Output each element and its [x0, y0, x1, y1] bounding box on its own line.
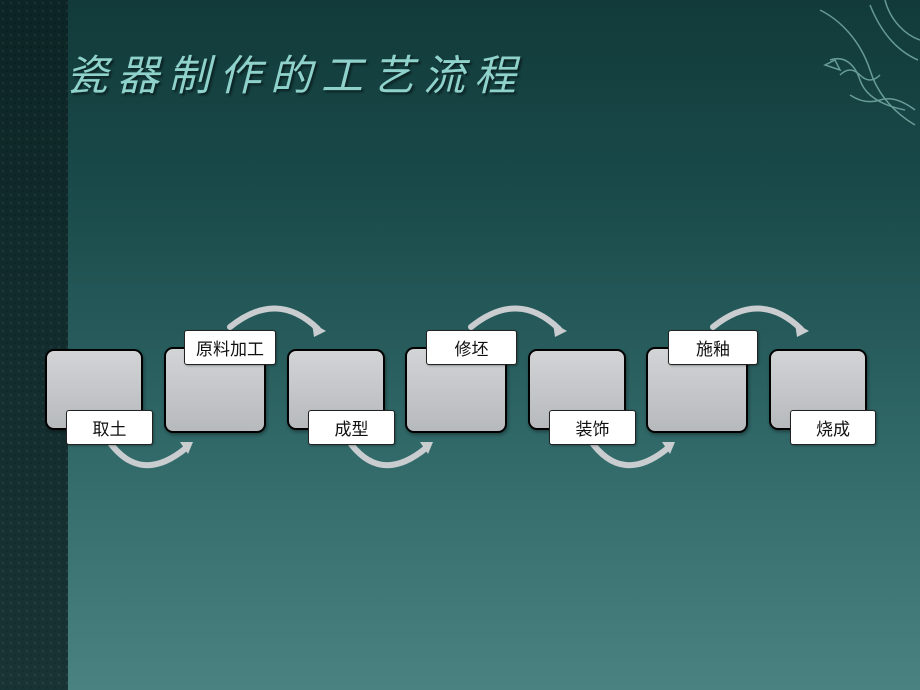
step-label-3: 成型: [308, 410, 395, 445]
connector-arrow-3: [345, 437, 433, 469]
phoenix-ornament-icon: [819, 0, 920, 126]
step-label-7: 烧成: [790, 410, 876, 445]
step-label-5: 装饰: [549, 410, 636, 445]
step-label-6: 施釉: [668, 330, 758, 365]
step-label-4: 修坯: [426, 330, 517, 365]
step-label-1: 取土: [66, 410, 153, 445]
step-label-2: 原料加工: [184, 330, 276, 365]
side-pattern-strip: [0, 0, 68, 690]
slide-title: 瓷器制作的工艺流程: [66, 51, 526, 100]
connector-arrow-4: [468, 305, 567, 337]
connector-arrow-1: [105, 437, 193, 469]
connector-arrow-6: [710, 305, 809, 337]
connector-arrow-5: [587, 437, 675, 469]
connector-arrow-2: [227, 305, 326, 337]
